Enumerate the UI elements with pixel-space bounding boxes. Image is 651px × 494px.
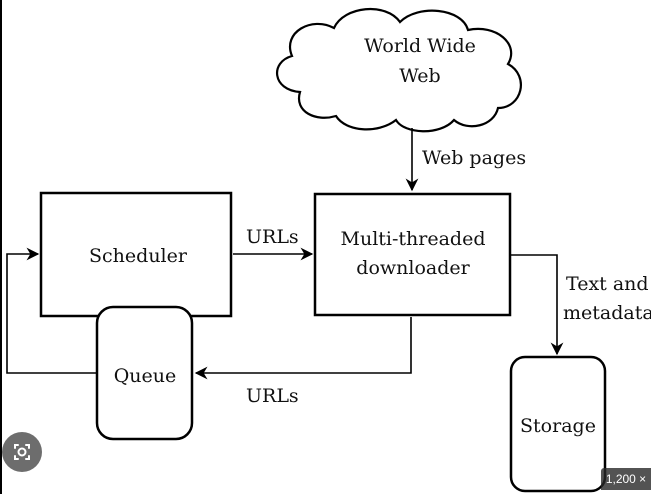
queue-box [95, 305, 194, 441]
downloader-label-line2: downloader [356, 257, 470, 279]
edge-label-web-pages: Web pages [422, 147, 526, 169]
storage-label: Storage [520, 415, 596, 437]
cloud-label-line1: World Wide [364, 35, 476, 57]
world-wide-web-cloud [275, 8, 522, 133]
edge-label-text-line2: metadata [563, 302, 651, 324]
queue-label: Queue [114, 365, 177, 387]
downloader-box [313, 192, 512, 317]
edge-label-text-line1: Text and [566, 273, 649, 295]
cloud-label-line2: Web [399, 65, 440, 87]
image-size-badge: 1,200 × [601, 468, 651, 490]
downloader-label-line1: Multi-threaded [341, 228, 486, 250]
edge-label-urls-top: URLs [246, 226, 299, 248]
scheduler-box [39, 191, 233, 318]
google-lens-icon [14, 444, 30, 460]
arrow-downloader-to-storage [511, 254, 564, 356]
scheduler-label: Scheduler [89, 245, 188, 267]
edge-label-urls-bottom: URLs [246, 385, 299, 407]
lens-search-button[interactable] [2, 432, 42, 472]
arrow-downloader-to-queue [194, 317, 412, 380]
storage-box [509, 355, 607, 493]
arrow-queue-to-scheduler [6, 247, 97, 374]
